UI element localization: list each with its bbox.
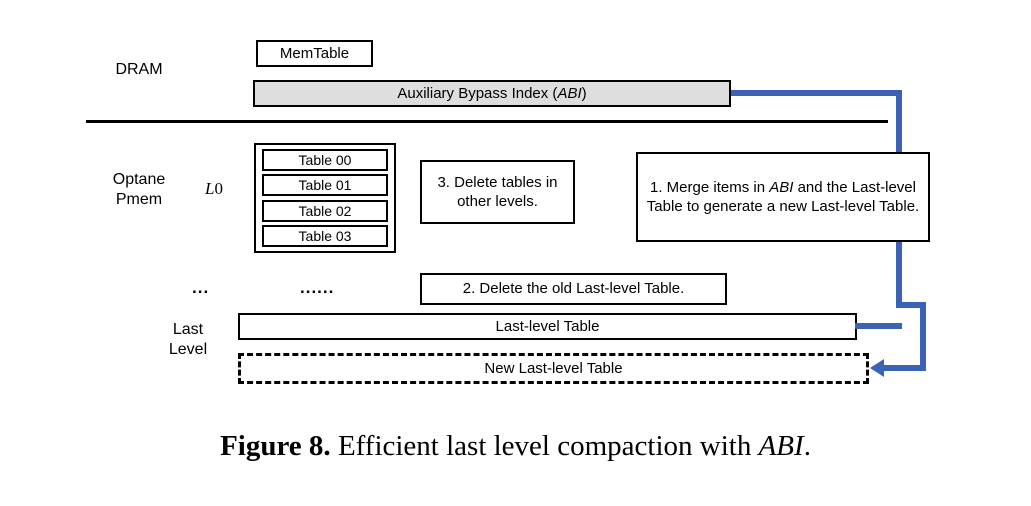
connector-segment-lastlevel-horizontal [855, 323, 902, 329]
l0-table-00: Table 00 [262, 149, 388, 171]
figure-caption-end: . [803, 430, 811, 462]
level-zero-label: L0 [205, 179, 223, 199]
step-3-note-box: 3. Delete tables in other levels. [420, 160, 575, 224]
abi-label: Auxiliary Bypass Index (ABI) [397, 85, 586, 102]
memtable-box: MemTable [256, 40, 373, 67]
optane-label-line1: Optane [112, 171, 166, 188]
step-2-note-text: 2. Delete the old Last-level Table. [462, 280, 685, 298]
level-zero-number: 0 [214, 179, 223, 198]
abi-box: Auxiliary Bypass Index (ABI) [253, 80, 731, 107]
last-level-tier-label: Last Level [150, 320, 226, 359]
l0-table-01-label: Table 01 [298, 177, 352, 194]
l0-table-01: Table 01 [262, 174, 388, 197]
l0-table-03-label: Table 03 [298, 227, 352, 244]
figure-caption-acronym: ABI [758, 430, 804, 462]
last-level-table-label: Last-level Table [495, 318, 600, 335]
abi-label-acronym: ABI [557, 85, 582, 102]
figure-caption-text: Efficient last level compaction with [330, 430, 759, 462]
last-level-line1: Last [172, 321, 204, 338]
memtable-label: MemTable [279, 45, 350, 62]
level-zero-table-container: Table 00 Table 01 Table 02 Table 03 [254, 143, 396, 253]
l0-table-00-label: Table 00 [298, 152, 352, 168]
last-level-table-box: Last-level Table [238, 313, 857, 340]
abi-label-suffix: ) [581, 85, 587, 102]
l0-table-02-label: Table 02 [298, 202, 352, 219]
new-last-level-table-box: New Last-level Table [238, 353, 869, 384]
step-3-note-text: 3. Delete tables in other levels. [437, 173, 558, 211]
step-2-note-box: 2. Delete the old Last-level Table. [420, 273, 727, 305]
figure-caption-label: Figure 8. [220, 430, 331, 462]
last-level-line2: Level [168, 340, 208, 358]
abi-label-prefix: Auxiliary Bypass Index ( [397, 85, 558, 102]
step-1-text-before: 1. Merge items in [650, 178, 770, 196]
l0-table-03: Table 03 [262, 224, 388, 247]
ellipsis-levels-long: ...... [300, 278, 334, 298]
level-zero-letter: L [205, 179, 215, 198]
step-1-note-text: 1. Merge items in ABI and the Last-level… [644, 178, 922, 217]
connector-segment-jog-horizontal [896, 302, 926, 308]
step-1-text-after: and the Last-level Table to generate a n… [646, 178, 920, 216]
ellipsis-levels-short: ... [192, 278, 209, 298]
connector-segment-abi-horizontal [731, 90, 902, 96]
ellipsis-long-text: ...... [300, 278, 335, 297]
optane-label-line2: Pmem [115, 190, 163, 208]
l0-table-02: Table 02 [262, 199, 388, 222]
new-last-level-table-label: New Last-level Table [484, 360, 623, 377]
figure-caption: Figure 8. Efficient last level compactio… [0, 430, 1031, 463]
connector-arrowhead-icon [870, 359, 884, 377]
connector-segment-vertical-to-arrow [920, 302, 926, 371]
step-1-note-box: 1. Merge items in ABI and the Last-level… [636, 152, 930, 242]
step-1-text-acronym: ABI [769, 178, 794, 196]
optane-tier-label: Optane Pmem [99, 170, 179, 209]
dram-tier-label: DRAM [104, 60, 174, 80]
ellipsis-short-text: ... [192, 278, 210, 297]
dram-label-text: DRAM [115, 61, 163, 78]
connector-segment-arrow-horizontal [884, 365, 926, 371]
memory-tier-divider [86, 120, 888, 123]
